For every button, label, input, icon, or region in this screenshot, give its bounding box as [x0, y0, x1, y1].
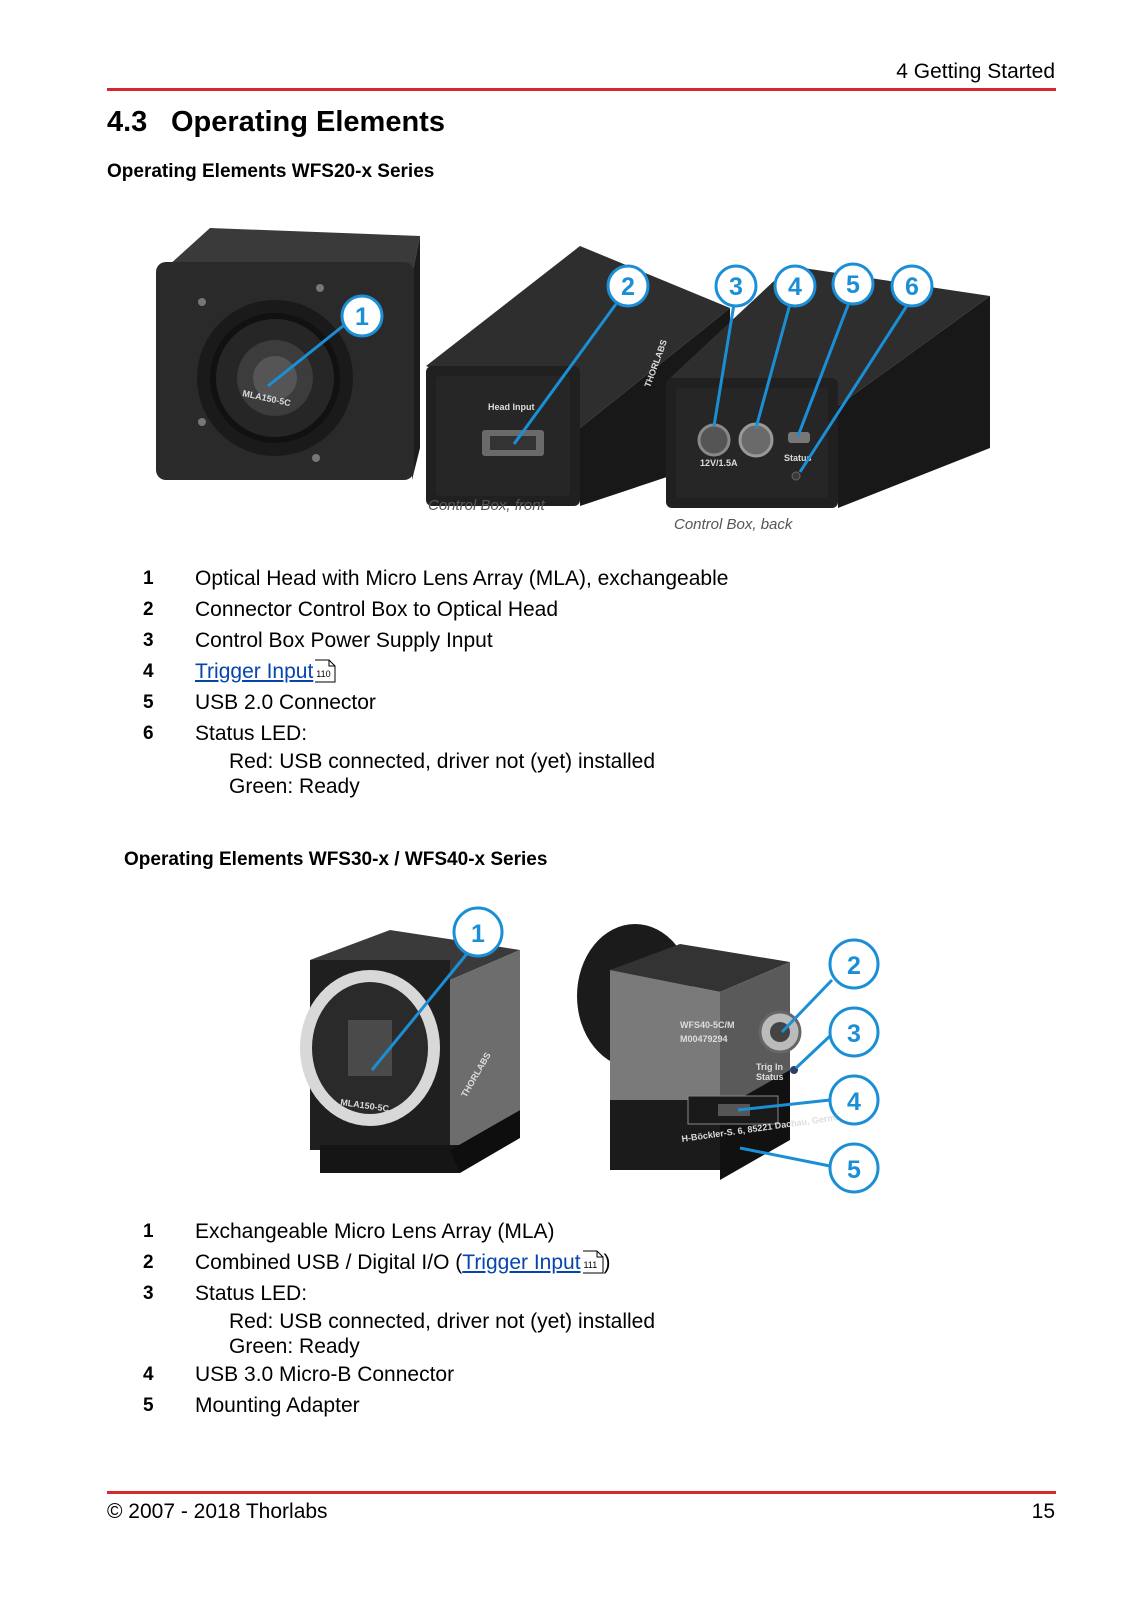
camera-back-illustration: WFS40-5C/M M00479294 Trig In Status H-Bö…: [577, 924, 851, 1180]
svg-text:4: 4: [847, 1088, 861, 1116]
figure-wfs30-40: MLA150-5C THORLABS WFS40-5C/M M00479294 …: [270, 900, 900, 1210]
copyright: © 2007 - 2018 Thorlabs: [107, 1500, 328, 1523]
page-reference-icon[interactable]: 110: [314, 659, 336, 683]
callout-badges: 1 2 3 4 5: [452, 906, 880, 1194]
page-number: 15: [1031, 1500, 1055, 1523]
svg-text:2: 2: [847, 952, 861, 980]
svg-text:M00479294: M00479294: [680, 1034, 728, 1044]
svg-text:2: 2: [621, 273, 635, 301]
figure-wfs20: MLA150-5C Head Input THORLABS Control Bo…: [150, 218, 1010, 553]
svg-text:12V/1.5A: 12V/1.5A: [700, 458, 738, 468]
wfs20-photo-illustration: MLA150-5C Head Input THORLABS Control Bo…: [156, 228, 990, 533]
trigger-input-link[interactable]: Trigger Input: [195, 660, 314, 683]
svg-text:1: 1: [355, 303, 369, 331]
svg-text:Trig In: Trig In: [756, 1062, 783, 1072]
svg-text:1: 1: [471, 920, 485, 948]
footer-rule: [107, 1491, 1056, 1494]
section-heading: 4.3 Operating Elements: [107, 106, 445, 139]
section-number: 4.3: [107, 106, 148, 138]
callout-lines: [370, 949, 834, 1168]
svg-text:Head Input: Head Input: [488, 402, 535, 412]
svg-text:6: 6: [905, 273, 919, 301]
status-led-red: Red: USB connected, driver not (yet) ins…: [229, 1310, 656, 1333]
svg-text:WFS40-5C/M: WFS40-5C/M: [680, 1020, 735, 1030]
camera-front-illustration: MLA150-5C THORLABS: [300, 930, 520, 1173]
caption-control-box-back: Control Box, back: [674, 516, 794, 533]
control-box-back-illustration: 12V/1.5A Status Control Box, back: [666, 266, 990, 533]
trigger-input-link[interactable]: Trigger Input: [462, 1251, 581, 1274]
caption-control-box-front: Control Box, front: [428, 497, 546, 514]
subsection-title-wfs20: Operating Elements WFS20-x Series: [107, 161, 435, 182]
svg-text:4: 4: [788, 273, 802, 301]
page-reference-icon[interactable]: 111: [582, 1250, 604, 1274]
svg-text:Status: Status: [784, 453, 812, 463]
subsection-title-wfs30-40: Operating Elements WFS30-x / WFS40-x Ser…: [124, 849, 548, 870]
svg-text:5: 5: [846, 271, 860, 299]
optical-head-illustration: MLA150-5C: [156, 228, 420, 480]
svg-text:Status: Status: [756, 1072, 784, 1082]
header-rule: [107, 88, 1056, 91]
svg-text:5: 5: [847, 1156, 861, 1184]
svg-text:3: 3: [729, 273, 743, 301]
status-led-green: Green: Ready: [229, 1335, 360, 1358]
section-title: Operating Elements: [171, 106, 445, 138]
callout-lines: [267, 299, 910, 473]
status-led-green: Green: Ready: [229, 775, 360, 798]
callout-badges: 1 2 3 4 5 6: [340, 262, 934, 338]
running-header: 4 Getting Started: [896, 60, 1055, 83]
svg-text:3: 3: [847, 1020, 861, 1048]
wfs40-photo-illustration: MLA150-5C THORLABS WFS40-5C/M M00479294 …: [300, 906, 880, 1194]
status-led-red: Red: USB connected, driver not (yet) ins…: [229, 750, 656, 773]
